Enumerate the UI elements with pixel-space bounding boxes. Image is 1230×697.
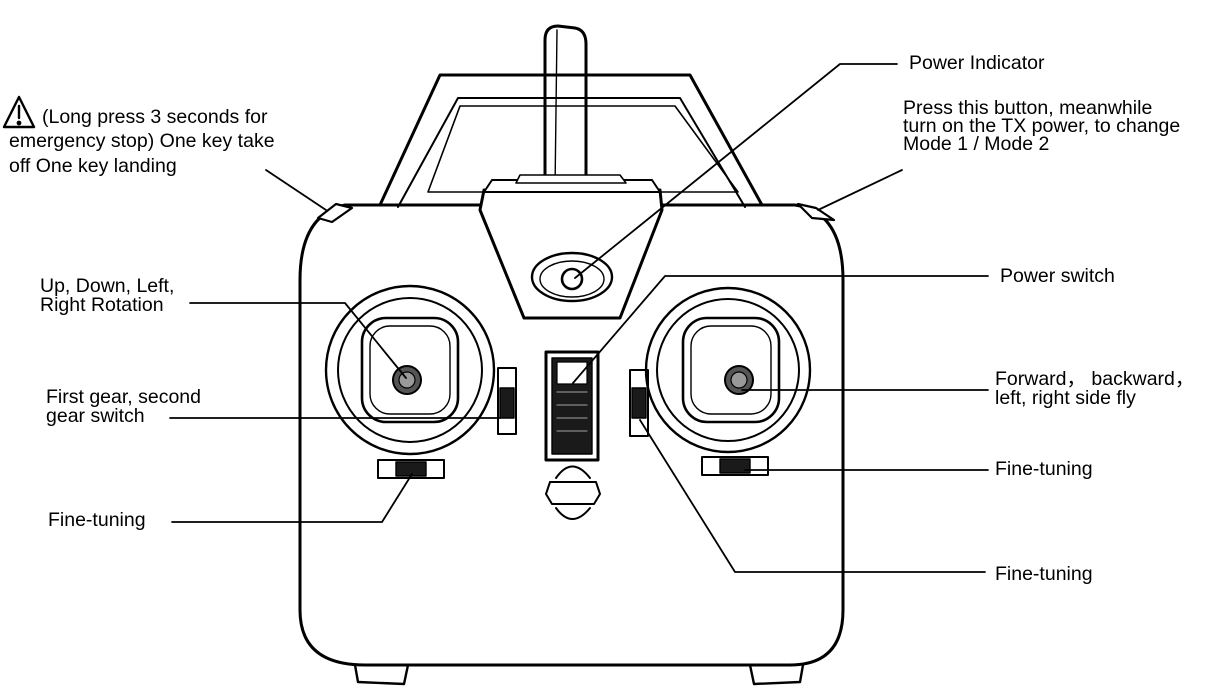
fine-tuning-left-horizontal[interactable]: [377, 459, 445, 479]
leader-emergency: [265, 169, 327, 211]
leader-mode-button: [817, 169, 903, 211]
label-right-stick: Forward， backward， left, right side fly: [995, 368, 1195, 409]
label-emergency-line-1: (Long press 3 seconds for: [42, 106, 268, 128]
leader-left-stick: [189, 302, 407, 379]
label-gear-switch-line-2: gear switch: [46, 405, 145, 427]
foot-left: [353, 663, 410, 686]
label-mode-button-line-3: Mode 1 / Mode 2: [903, 133, 1050, 155]
foot-right: [748, 663, 805, 686]
leader-power-indicator: [574, 63, 898, 279]
indicator-housing: [478, 174, 664, 320]
left-stick-assembly[interactable]: [324, 284, 496, 456]
power-switch[interactable]: [544, 350, 600, 462]
gear-switch[interactable]: [497, 367, 517, 435]
label-right-stick-line-2: left, right side fly: [995, 387, 1136, 409]
label-mode-button-line-1: Press this button, meanwhile: [903, 97, 1153, 119]
leader-lines: [169, 63, 989, 573]
label-left-stick-line-2: Right Rotation: [40, 294, 164, 316]
label-fine-tuning-right: Fine-tuning: [995, 458, 1093, 480]
leader-power-switch: [572, 275, 989, 384]
label-fine-tuning-left-line-1: Fine-tuning: [48, 509, 146, 531]
label-power-switch: Power switch: [1000, 265, 1115, 287]
label-power-switch-line-1: Power switch: [1000, 265, 1115, 287]
center-knob: [545, 465, 601, 520]
label-emergency: (Long press 3 seconds for emergency stop…: [9, 106, 275, 176]
label-gear-switch: First gear, second gear switch: [46, 386, 201, 427]
label-left-stick: Up, Down, Left, Right Rotation: [40, 275, 175, 316]
label-left-stick-line-1: Up, Down, Left,: [40, 275, 175, 297]
label-mode-button-line-2: turn on the TX power, to change: [903, 115, 1181, 137]
label-fine-tuning-bottom-line-1: Fine-tuning: [995, 563, 1093, 585]
right-stick-assembly[interactable]: [644, 286, 812, 454]
emergency-button[interactable]: [316, 202, 354, 224]
leader-fine-tuning-bottom: [639, 419, 986, 573]
fine-tuning-right-horizontal[interactable]: [701, 456, 769, 476]
label-right-stick-line-1: Forward， backward，: [995, 368, 1195, 390]
label-emergency-line-2: emergency stop) One key take: [9, 130, 275, 152]
label-emergency-line-3: off One key landing: [9, 155, 177, 177]
label-fine-tuning-bottom: Fine-tuning: [995, 563, 1093, 585]
antenna: [543, 24, 588, 200]
leader-fine-tuning-left: [171, 473, 413, 523]
label-power-indicator: Power Indicator: [909, 52, 1045, 74]
fine-tuning-right-vertical[interactable]: [629, 369, 649, 437]
label-power-indicator-line-1: Power Indicator: [909, 52, 1045, 74]
warning-triangle-icon: [2, 95, 36, 129]
power-indicator-led: [560, 267, 584, 291]
label-fine-tuning-right-line-1: Fine-tuning: [995, 458, 1093, 480]
label-gear-switch-line-1: First gear, second: [46, 386, 201, 408]
mode-button[interactable]: [796, 202, 836, 222]
controller-body: [298, 203, 845, 667]
label-mode-button: Press this button, meanwhile turn on the…: [903, 97, 1181, 155]
label-fine-tuning-left: Fine-tuning: [48, 509, 146, 531]
